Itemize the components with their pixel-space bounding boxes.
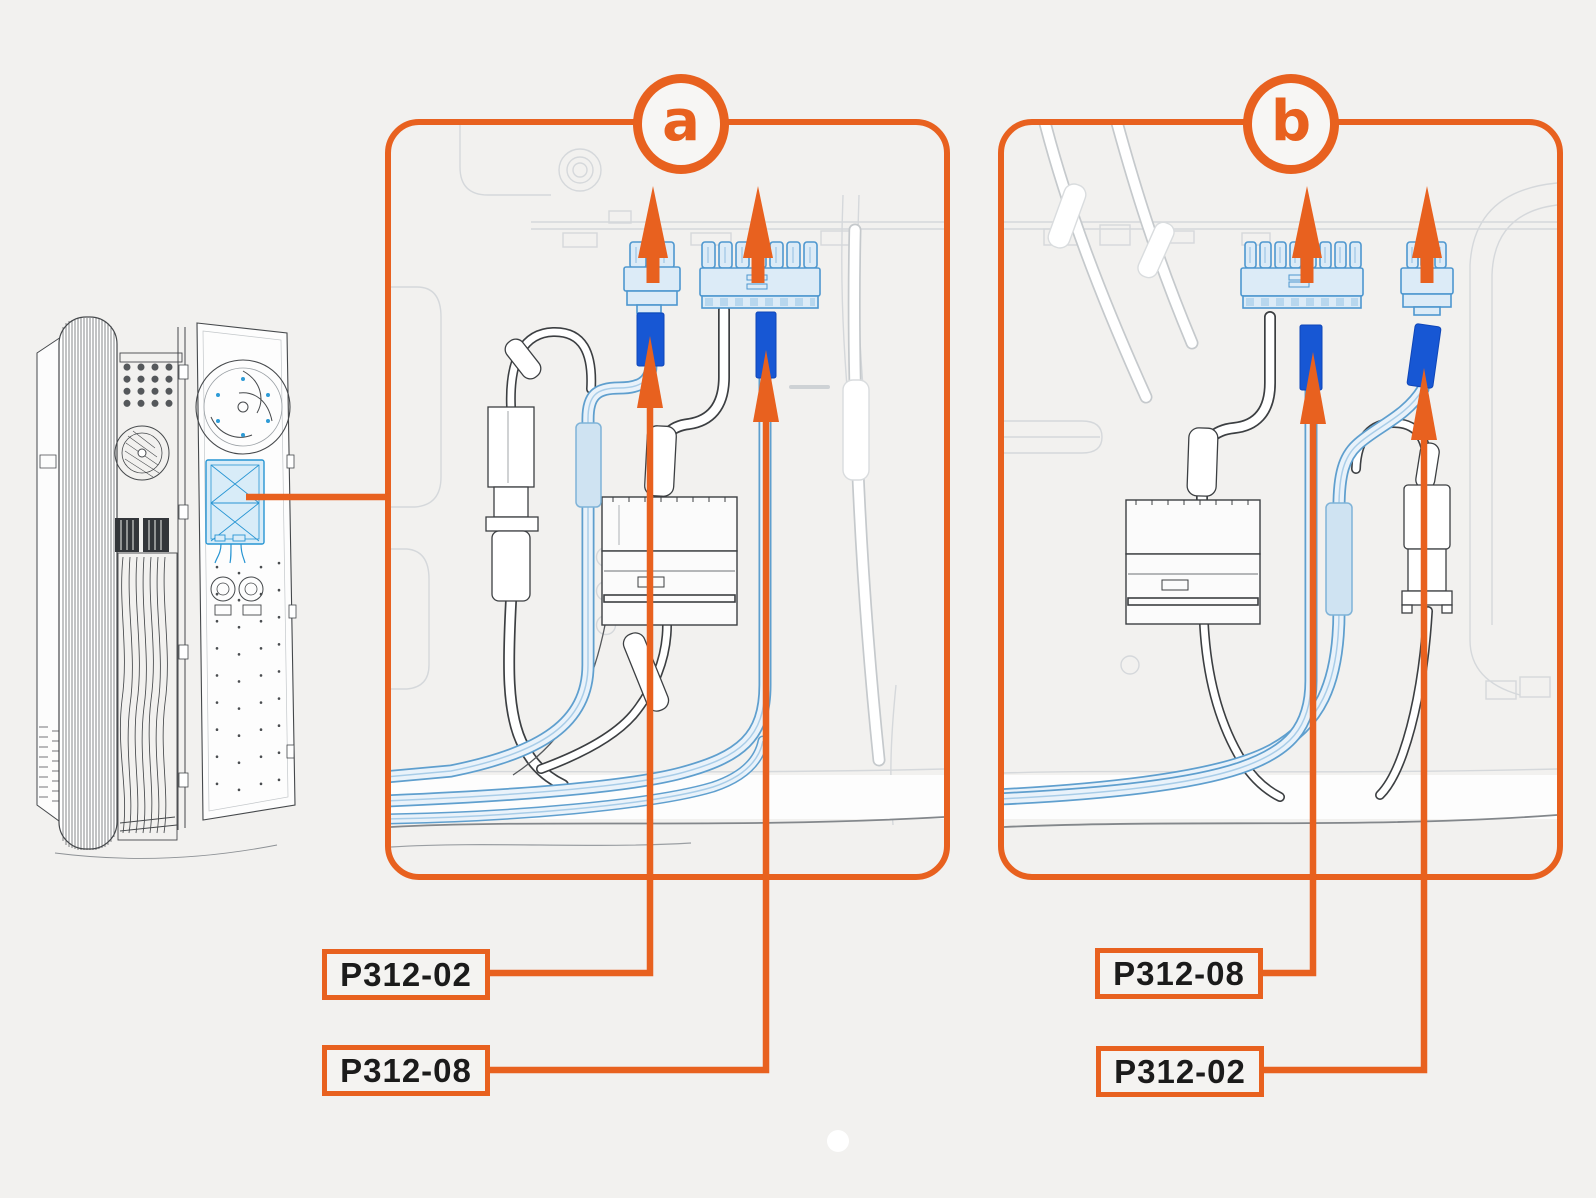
junction-box-assembly xyxy=(1125,317,1280,797)
panel-a-badge-letter: a xyxy=(662,89,700,154)
decorative-dot xyxy=(827,1130,849,1152)
coil-stack xyxy=(123,363,173,417)
panel-a-badge: a xyxy=(633,74,729,174)
callout-label-a-p312-08: P312-08 xyxy=(322,1045,490,1096)
callout-label-b-p312-08: P312-08 xyxy=(1095,948,1263,999)
control-board-highlight xyxy=(205,459,265,564)
callout-label-text: P312-08 xyxy=(340,1051,472,1089)
heat-sink-blocks xyxy=(115,518,169,552)
connector-b-p312-08 xyxy=(1240,241,1364,391)
callout-label-b-p312-02: P312-02 xyxy=(1096,1046,1264,1097)
cable-bundle xyxy=(119,556,168,834)
door-fan-housing xyxy=(195,359,291,455)
detail-panel-a-frame xyxy=(385,119,950,880)
callout-label-text: P312-08 xyxy=(1113,954,1245,992)
callout-label-text: P312-02 xyxy=(1114,1052,1246,1090)
open-door xyxy=(196,322,296,821)
detail-panel-b-frame xyxy=(998,119,1563,880)
background-chassis-lines xyxy=(1004,182,1557,700)
vent-slots xyxy=(39,726,61,802)
valve-cluster xyxy=(210,576,264,616)
callout-label-text: P312-02 xyxy=(340,955,472,993)
door-hinge xyxy=(177,327,186,830)
appliance-illustration xyxy=(36,316,297,859)
callout-label-a-p312-02: P312-02 xyxy=(322,949,490,1000)
background-harness-left xyxy=(1044,125,1192,397)
door-screw-holes xyxy=(215,561,281,793)
background-harness-right xyxy=(842,230,879,760)
panel-b-badge: b xyxy=(1243,74,1339,174)
cable-cavity xyxy=(117,552,178,841)
panel-b-badge-letter: b xyxy=(1270,89,1312,154)
fan-grille xyxy=(114,425,170,481)
ribbed-column xyxy=(58,316,118,850)
